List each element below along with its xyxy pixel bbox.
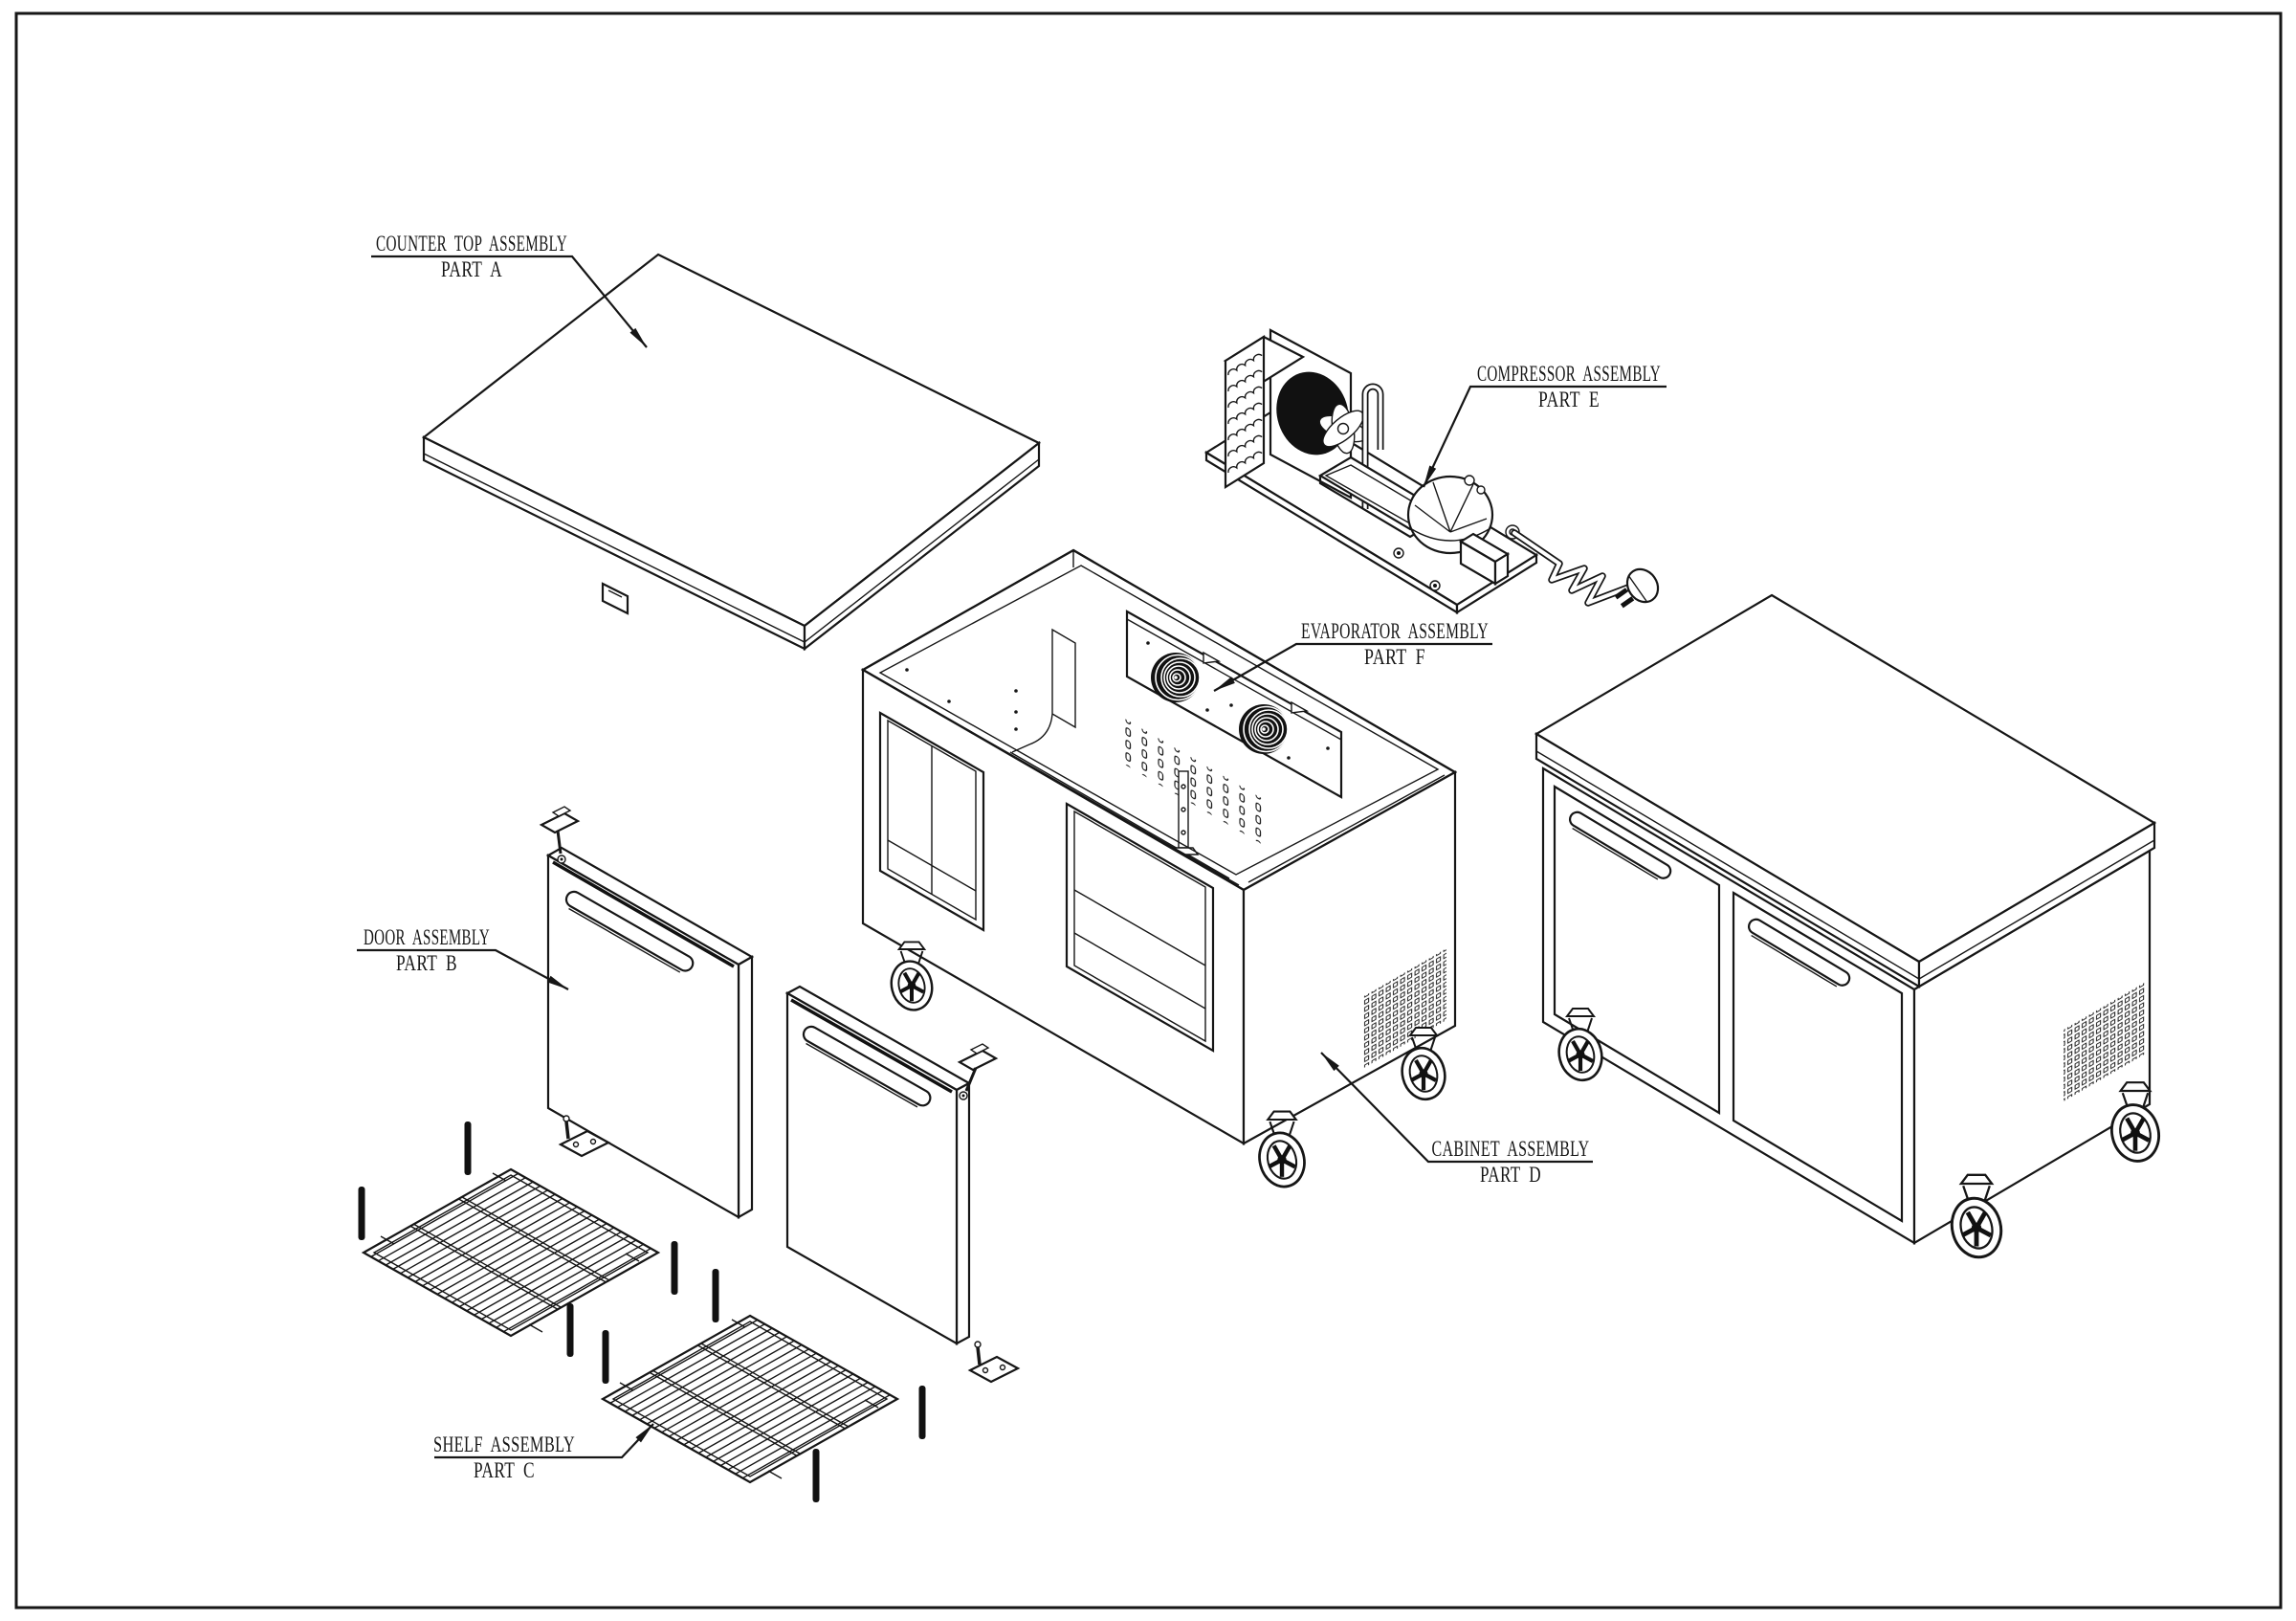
evaporator-assembly — [1123, 610, 1343, 855]
compressor-assembly — [1203, 328, 1660, 614]
door-assemblies — [539, 806, 1021, 1384]
door-left — [539, 806, 755, 1219]
shelf-right — [601, 1314, 899, 1484]
unit-door-left — [1553, 785, 1721, 1115]
evaporator-fan-left — [1150, 652, 1202, 703]
counter-top-assembly — [421, 253, 1042, 652]
unit-door-right — [1732, 891, 1904, 1223]
door-right-top-hinge — [957, 1043, 999, 1100]
unit-door-handle-left — [1568, 810, 1672, 880]
label-part-f-id: PART F — [1364, 645, 1425, 670]
leader-part-b — [357, 948, 569, 990]
drawing-border — [14, 11, 2283, 1610]
label-part-d-title: CABINET ASSEMBLY — [1432, 1137, 1590, 1162]
leader-part-d — [1320, 1052, 1593, 1164]
leader-part-e — [1423, 385, 1667, 488]
door-right — [784, 985, 1021, 1384]
condenser-coils — [1227, 353, 1263, 474]
label-part-c-title: SHELF ASSEMBLY — [433, 1432, 575, 1457]
junction-box — [1458, 532, 1511, 586]
callout-part-f: EVAPORATOR ASSEMBLY PART F — [1213, 619, 1492, 692]
cabinet-door-openings — [878, 711, 1215, 1053]
door-left-bottom-hinge — [558, 1115, 611, 1158]
callout-part-b: DOOR ASSEMBLY PART B — [357, 925, 569, 990]
unit-door-handle-right — [1747, 918, 1851, 988]
assembled-unit — [1534, 593, 2165, 1262]
callout-part-d: CABINET ASSEMBLY PART D — [1320, 1052, 1593, 1188]
label-part-b-title: DOOR ASSEMBLY — [364, 925, 490, 950]
label-part-a-id: PART A — [441, 257, 502, 282]
unit-vent-grid — [2064, 982, 2146, 1101]
evaporator-fan-right — [1238, 703, 1290, 755]
condenser-fan-blades — [1318, 403, 1368, 455]
label-part-c-id: PART C — [474, 1458, 535, 1483]
cabinet-assembly — [860, 548, 1458, 1191]
callout-part-c: SHELF ASSEMBLY PART C — [433, 1423, 654, 1483]
leader-part-c — [434, 1423, 654, 1459]
power-cord — [1511, 529, 1632, 607]
door-right-bottom-hinge — [967, 1341, 1021, 1384]
leader-part-a — [371, 255, 648, 348]
cabinet-interior — [905, 610, 1343, 886]
leader-part-f — [1213, 642, 1492, 692]
door-left-top-hinge — [539, 806, 581, 864]
label-part-b-id: PART B — [396, 951, 457, 976]
callouts: COUNTER TOP ASSEMBLY PART A COMPRESSOR A… — [357, 232, 1667, 1483]
power-plug — [1614, 567, 1660, 609]
label-part-e-id: PART E — [1538, 388, 1600, 412]
shelf-left — [362, 1167, 660, 1338]
label-part-e-title: COMPRESSOR ASSEMBLY — [1477, 362, 1661, 387]
label-part-d-id: PART D — [1480, 1163, 1541, 1188]
callout-part-a: COUNTER TOP ASSEMBLY PART A — [371, 232, 648, 348]
cabinet-vent-grid — [1362, 948, 1446, 1069]
callout-part-e: COMPRESSOR ASSEMBLY PART E — [1423, 362, 1667, 488]
evaporator-vent-slots — [1123, 718, 1265, 846]
label-part-a-title: COUNTER TOP ASSEMBLY — [376, 232, 567, 256]
label-part-f-title: EVAPORATOR ASSEMBLY — [1301, 619, 1489, 644]
